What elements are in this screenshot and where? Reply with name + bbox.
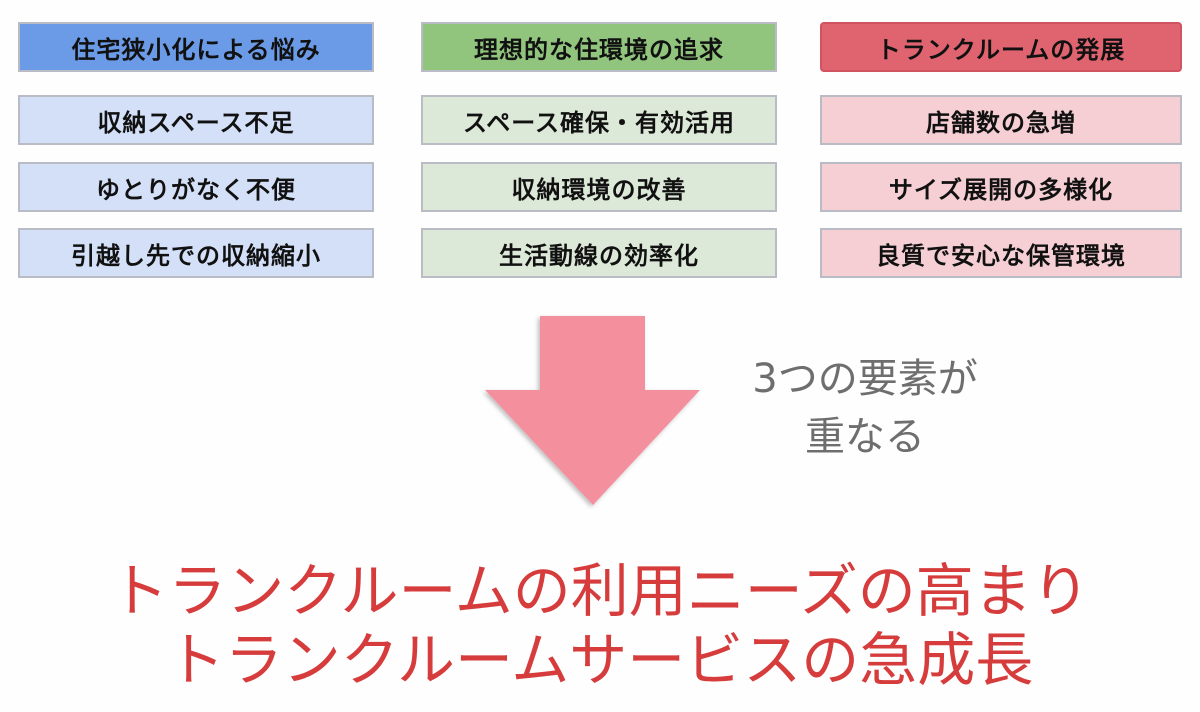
conclusion-line-1: トランクルームの利用ニーズの高まり [110, 557, 1090, 625]
column-item: サイズ展開の多様化 [820, 162, 1182, 212]
column-header: トランクルームの発展 [820, 22, 1182, 72]
column-item: 収納環境の改善 [421, 162, 777, 212]
column-item: 収納スペース不足 [18, 95, 374, 145]
column-header: 理想的な住環境の追求 [421, 22, 777, 72]
overlap-note: 3つの要素が 重なる [720, 350, 1010, 466]
column-item: スペース確保・有効活用 [421, 95, 777, 145]
column-item: ゆとりがなく不便 [18, 162, 374, 212]
column-item: 生活動線の効率化 [421, 228, 777, 278]
note-line-2: 重なる [805, 414, 925, 460]
note-line-1: 3つの要素が [752, 356, 978, 402]
column-item: 店舗数の急増 [820, 95, 1182, 145]
column-item: 引越し先での収納縮小 [18, 228, 374, 278]
column-header: 住宅狭小化による悩み [18, 22, 374, 72]
down-arrow-icon [485, 316, 700, 505]
conclusion-line-2: トランクルームサービスの急成長 [166, 626, 1034, 694]
column-item: 良質で安心な保管環境 [820, 228, 1182, 278]
